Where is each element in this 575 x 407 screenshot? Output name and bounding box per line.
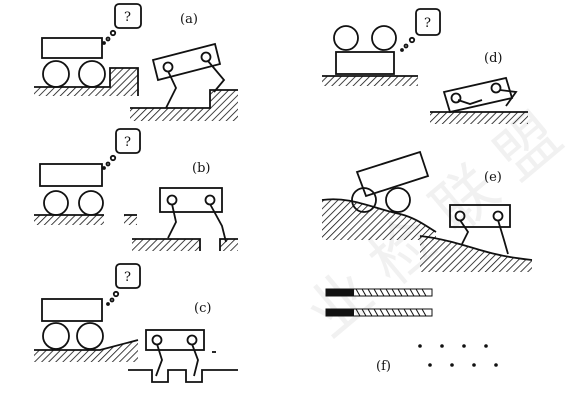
panel-e: (e) (321, 150, 533, 272)
legged-robot-b (159, 187, 227, 243)
label-a: (a) (180, 12, 198, 27)
track-tread-top (325, 288, 433, 297)
wheeled-vehicle-a (41, 37, 106, 88)
thought-bubble-c: ? (106, 263, 141, 306)
track-tread-bottom (325, 308, 433, 317)
bubble-mark-d: ? (424, 16, 431, 31)
ground-slope-c (34, 339, 139, 362)
panel-a: ? (a) (34, 3, 238, 121)
wheeled-vehicle-d (333, 25, 397, 75)
ground-gap-b (34, 214, 137, 225)
ground-d (322, 75, 418, 86)
legged-robot-d (442, 76, 518, 114)
ground-step-a (34, 67, 139, 96)
ground-slope-e2 (419, 235, 533, 272)
label-d: (d) (484, 51, 502, 66)
ground-slope-e (321, 198, 437, 240)
ground-gap-b2 (132, 238, 238, 251)
panel-f: (f) (325, 288, 498, 374)
label-c: (c) (194, 301, 211, 316)
bubble-mark-c: ? (124, 270, 131, 285)
ground-d2 (430, 111, 528, 124)
label-b: (b) (192, 161, 210, 176)
label-e: (e) (484, 170, 502, 185)
thought-bubble-a: ? (102, 3, 142, 45)
thought-bubble-b: ? (102, 128, 141, 170)
thought-bubble-d: ? (400, 8, 441, 52)
footprint-dots (418, 344, 498, 367)
panel-c: ? (c) (34, 263, 238, 383)
panel-d: ? (d) (322, 8, 528, 124)
bubble-mark-a: ? (124, 10, 131, 25)
ground-trench-c (128, 351, 238, 383)
ground-step-a2 (130, 89, 238, 121)
legged-robot-c (145, 329, 205, 377)
legged-robot-a (151, 42, 226, 109)
label-f: (f) (376, 359, 391, 374)
wheeled-vehicle-b (39, 163, 104, 216)
legged-robot-e (449, 204, 511, 255)
panel-b: ? (b) (34, 128, 238, 251)
bubble-mark-b: ? (124, 135, 131, 150)
wheeled-vehicle-c (41, 298, 104, 350)
